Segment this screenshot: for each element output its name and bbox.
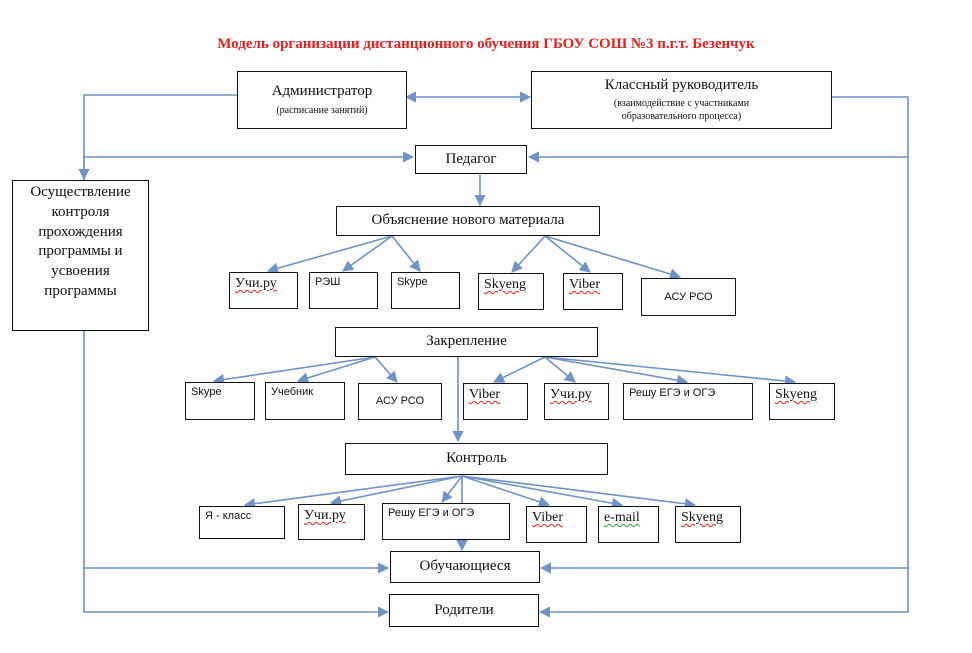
edge-cons-skyeng	[544, 356, 797, 387]
tool-reshu-ege-oge: Решу ЕГЭ и ОГЭ	[623, 383, 753, 420]
consolidation-box: Закрепление	[335, 327, 598, 357]
tool-uchi-ru: Учи.ру	[229, 272, 298, 309]
tool-reshu-ege-oge: Решу ЕГЭ и ОГЭ	[382, 503, 510, 540]
tool-label: Решу ЕГЭ и ОГЭ	[388, 507, 475, 519]
tool-label: Skyeng	[775, 387, 817, 402]
tool-asu-rso: АСУ РСО	[641, 278, 736, 316]
tool-uchi-ru: Учи.ру	[544, 383, 609, 420]
control-program-box: Осуществление контроля прохождения прогр…	[12, 180, 149, 331]
tool-label: АСУ РСО	[375, 395, 425, 408]
edge-nm-uchi	[266, 235, 393, 274]
admin-box: Администратор (расписание занятий)	[237, 71, 407, 129]
tool-email: e-mail	[598, 506, 659, 543]
consolidation-label: Закрепление	[426, 333, 507, 350]
edge-cons-skype	[212, 356, 376, 386]
tool-label: Решу ЕГЭ и ОГЭ	[629, 387, 716, 399]
class-teacher-subtitle-line-1: (взаимодействие с участниками	[613, 98, 750, 110]
students-label: Обучающиеся	[419, 558, 511, 575]
edge-ctrl-skyeng	[461, 475, 697, 510]
edge-nm-viber	[544, 235, 591, 273]
tool-label: Skyeng	[681, 510, 723, 525]
tool-viber: Viber	[526, 506, 587, 543]
new-material-label: Объяснение нового материала	[371, 212, 565, 229]
class-teacher-title: Классный руководитель	[604, 76, 759, 93]
edge-ctrl-reshu	[441, 475, 463, 503]
tool-label: Viber	[469, 387, 501, 402]
tool-label: Skyeng	[484, 277, 526, 292]
class-teacher-subtitle-line-2: образовательного процесса)	[621, 111, 742, 123]
control-program-line: прохождения	[38, 223, 123, 240]
tool-label: Учи.ру	[304, 508, 346, 523]
class-teacher-box: Классный руководитель (взаимодействие с …	[531, 71, 832, 129]
edge-ctrl-viber	[461, 475, 551, 508]
edge-cons-reshu	[544, 356, 689, 386]
tool-ya-klass: Я - класс	[199, 506, 285, 539]
control-program-line: контроля	[51, 203, 110, 220]
tool-label: Skype	[191, 386, 222, 398]
tool-viber: Viber	[463, 383, 528, 420]
tool-label: Viber	[569, 277, 601, 292]
tool-skyeng: Skyeng	[675, 506, 741, 543]
tool-uchi-ru: Учи.ру	[298, 504, 365, 540]
edge-admin-left-rail	[83, 94, 390, 618]
tool-label: АСУ РСО	[664, 290, 713, 303]
control-program-line: усвоения	[51, 263, 110, 280]
tool-label: Я - класс	[205, 510, 252, 522]
class-teacher-subtitle: (взаимодействие с участниками образовате…	[614, 97, 749, 123]
tool-label: Учи.ру	[235, 276, 277, 291]
control-label: Контроль	[446, 450, 507, 467]
new-material-box: Объяснение нового материала	[336, 206, 600, 236]
tool-label: Учи.ру	[550, 387, 592, 402]
parents-label: Родители	[434, 601, 494, 618]
edge-ctrl-yaklass	[243, 475, 463, 510]
edge-cons-textbook	[296, 356, 376, 384]
edge-cons-asu	[374, 356, 398, 383]
edge-nm-resh	[342, 235, 393, 272]
tool-skype: Skype	[391, 272, 460, 309]
students-box: Обучающиеся	[390, 551, 540, 583]
parents-box: Родители	[389, 594, 539, 627]
edge-ctrl-email	[461, 475, 624, 509]
tool-asu-rso: АСУ РСО	[358, 383, 442, 420]
edge-ctrl-uchi	[329, 475, 463, 507]
diagram-title: Модель организации дистанционного обучен…	[217, 36, 755, 52]
edge-cons-viber	[492, 356, 546, 383]
edge-cons-uchi	[544, 356, 576, 383]
tool-textbook: Учебник	[265, 382, 345, 420]
admin-subtitle: (расписание занятий)	[276, 104, 368, 116]
teacher-label: Педагог	[445, 150, 497, 167]
teacher-box: Педагог	[415, 145, 527, 174]
control-program-line: Осуществление	[30, 184, 131, 200]
tool-label: РЭШ	[315, 276, 341, 288]
tool-label: Skype	[397, 276, 428, 288]
admin-title: Администратор	[271, 83, 373, 100]
control-box: Контроль	[345, 443, 608, 475]
edge-nm-skyeng	[511, 235, 546, 273]
tool-resh: РЭШ	[309, 272, 378, 309]
tool-skype: Skype	[185, 382, 255, 420]
tool-label: e-mail	[604, 510, 640, 525]
edge-nm-skype	[391, 235, 421, 272]
edge-nm-asu	[544, 235, 682, 280]
tool-label: Viber	[532, 510, 564, 525]
tool-skyeng: Skyeng	[478, 273, 544, 310]
control-program-line: программы и	[38, 243, 123, 260]
edge-classteacher-right-rail	[538, 96, 909, 618]
tool-viber: Viber	[563, 273, 623, 310]
control-program-line: программы	[44, 282, 117, 299]
tool-label: Учебник	[271, 386, 314, 398]
tool-skyeng: Skyeng	[769, 383, 835, 420]
